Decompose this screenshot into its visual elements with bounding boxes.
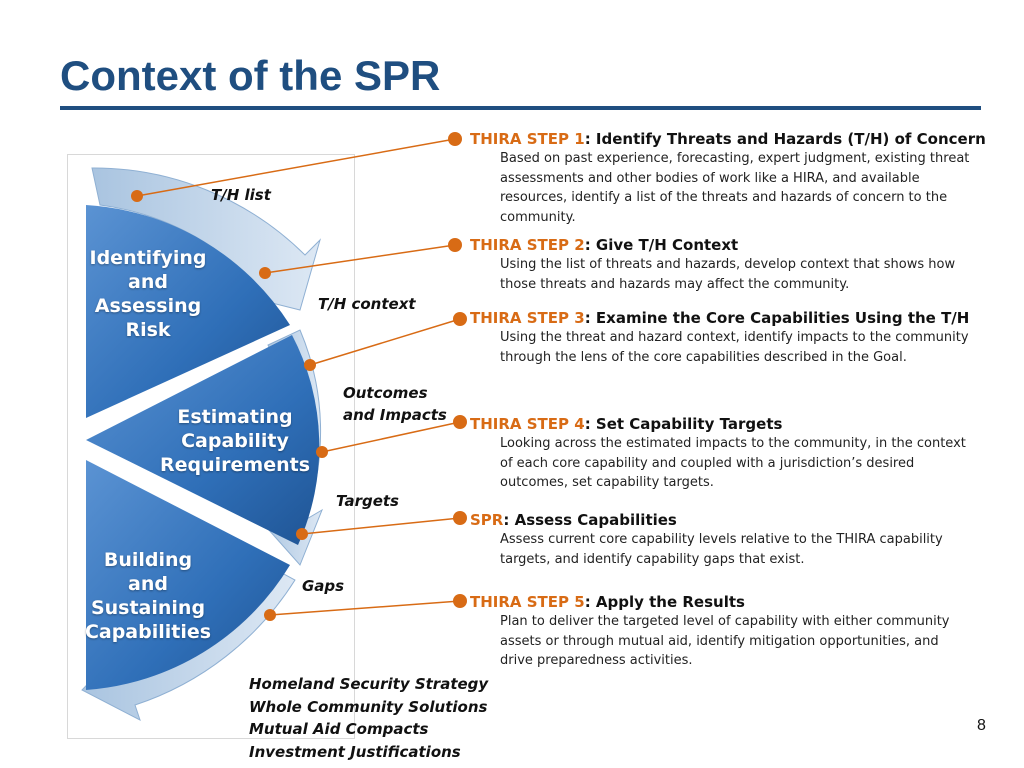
slide-title: Context of the SPR [60,52,441,99]
connector-label-th-context: T/H context [318,295,416,313]
step-description: Using the threat and hazard context, ide… [500,330,969,365]
step-tag: SPR [470,511,504,529]
step-tag: THIRA STEP 3 [470,309,585,327]
step-tag: THIRA STEP 1 [470,130,585,148]
wheel-dot-step5 [264,609,276,621]
connector-label-outcomes: Outcomes and Impacts [343,384,447,424]
step-heading: SPR: Assess Capabilities [470,510,990,530]
wheel-dot-spr [296,528,308,540]
connector-label-gaps: Gaps [302,577,345,595]
step-tag: THIRA STEP 5 [470,593,585,611]
connector-line-step4 [321,421,461,453]
connector-line-step3 [309,318,461,366]
connector-label-th-list: T/H list [211,186,271,204]
step-description: Assess current core capability levels re… [500,532,943,567]
step-heading: THIRA STEP 3: Examine the Core Capabilit… [470,308,990,328]
connector-line-step5 [269,600,461,616]
input-item: Investment Justifications [249,742,461,761]
wheel-dot-step1 [131,190,143,202]
wheel-dot-step4 [316,446,328,458]
step-description: Using the list of threats and hazards, d… [500,257,956,292]
step-bullet-5 [453,594,467,608]
step-description: Plan to deliver the targeted level of ca… [500,614,950,668]
title-underline [60,106,981,110]
input-item: Whole Community Solutions [249,697,488,716]
step-title: : Identify Threats and Hazards (T/H) of … [584,130,986,148]
step-description: Based on past experience, forecasting, e… [500,151,970,225]
inputs-list: Homeland Security Strategy Whole Communi… [249,673,488,763]
step-thira-5: THIRA STEP 5: Apply the Results Plan to … [470,592,990,671]
connector-line-step1 [136,138,456,197]
step-thira-1: THIRA STEP 1: Identify Threats and Hazar… [470,129,990,227]
step-title: : Assess Capabilities [503,511,677,529]
input-item: Homeland Security Strategy [249,675,489,693]
step-bullet-spr [453,511,467,525]
step-heading: THIRA STEP 5: Apply the Results [470,592,990,612]
step-bullet-1 [448,132,462,146]
wedge-estimating-requirements [86,335,320,545]
step-description: Looking across the estimated impacts to … [500,436,966,490]
wedge-label-building: Building and Sustaining Capabilities [84,549,212,643]
step-spr: SPR: Assess Capabilities Assess current … [470,510,990,569]
wheel-dot-step3 [304,359,316,371]
step-thira-2: THIRA STEP 2: Give T/H Context Using the… [470,235,990,294]
step-title: : Set Capability Targets [584,415,783,433]
input-item: Mutual Aid Compacts [249,720,429,738]
step-heading: THIRA STEP 4: Set Capability Targets [470,414,990,434]
step-thira-4: THIRA STEP 4: Set Capability Targets Loo… [470,414,990,493]
step-title: : Apply the Results [584,593,745,611]
step-bullet-4 [453,415,467,429]
wheel-dot-step2 [259,267,271,279]
wedge-label-identifying: Identifying and Assessing Risk [89,247,207,341]
wedge-label-estimating: Estimating Capability Requirements [160,406,311,476]
wedge-identifying-risk [86,205,290,418]
connector-label-targets: Targets [336,492,399,510]
connector-line-step2 [264,244,456,274]
step-title: : Examine the Core Capabilities Using th… [584,309,970,327]
step-thira-3: THIRA STEP 3: Examine the Core Capabilit… [470,308,990,367]
step-tag: THIRA STEP 2 [470,236,585,254]
step-bullet-2 [448,238,462,252]
connector-line-spr [301,517,461,535]
step-heading: THIRA STEP 2: Give T/H Context [470,235,990,255]
step-bullet-3 [453,312,467,326]
wedge-building-capabilities [86,460,290,690]
step-tag: THIRA STEP 4 [470,415,585,433]
page-number: 8 [977,717,986,734]
step-title: : Give T/H Context [584,236,739,254]
step-heading: THIRA STEP 1: Identify Threats and Hazar… [470,129,990,149]
